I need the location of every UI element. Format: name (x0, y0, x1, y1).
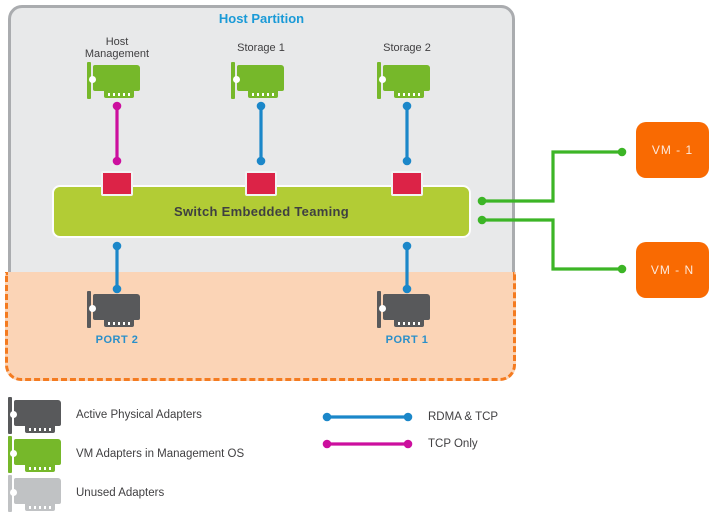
virtual-port-1 (101, 171, 133, 196)
vm-n-box: VM - N (636, 242, 709, 298)
nic-mount-hole (379, 76, 386, 83)
vm-adapter-icon-storage-2 (377, 62, 433, 99)
vm-n-label: VM - N (650, 263, 695, 277)
physical-adapter-zone (5, 272, 516, 381)
adapter-label-host-management: Host Management (84, 36, 150, 60)
nic-connector (25, 465, 55, 472)
nic-connector (394, 320, 424, 327)
nic-body (14, 478, 61, 504)
legend-rdma-line-sample (322, 412, 413, 422)
legend-tcp-only-label: TCP Only (428, 438, 478, 450)
legend-vm-adapter-icon (8, 436, 64, 473)
nic-mount-hole (10, 411, 17, 418)
nic-pins (398, 322, 420, 325)
nic-mount-hole (89, 305, 96, 312)
legend-rdma-tcp-label: RDMA & TCP (428, 411, 499, 423)
legend-line-endpoint (403, 439, 413, 449)
nic-body (93, 294, 140, 320)
vm-adapter-icon-storage-1 (231, 62, 287, 99)
virtual-port-3 (391, 171, 423, 196)
nic-body (93, 65, 140, 91)
nic-body (237, 65, 284, 91)
vm-link-endpoint (617, 147, 627, 157)
nic-pins (398, 93, 420, 96)
nic-mount-hole (379, 305, 386, 312)
vm-adapter-icon-host-management (87, 62, 143, 99)
nic-pins (29, 428, 51, 431)
nic-body (14, 400, 61, 426)
legend-line-endpoint (322, 412, 332, 422)
nic-connector (394, 91, 424, 98)
legend-line-endpoint (403, 412, 413, 422)
nic-pins (29, 506, 51, 509)
legend-active-physical-adapters-label: Active Physical Adapters (76, 409, 202, 421)
legend-tcp-line-sample (322, 439, 413, 449)
legend-line-endpoint (322, 439, 332, 449)
nic-body (383, 65, 430, 91)
port-1-label: PORT 1 (385, 334, 429, 346)
legend-active-physical-adapter-icon (8, 397, 64, 434)
nic-mount-hole (10, 489, 17, 496)
legend-unused-adapter-icon (8, 475, 64, 512)
nic-connector (104, 320, 134, 327)
nic-pins (29, 467, 51, 470)
nic-body (14, 439, 61, 465)
vm-1-label: VM - 1 (651, 143, 694, 157)
physical-adapter-icon-port-1 (377, 291, 433, 328)
physical-adapter-icon-port-2 (87, 291, 143, 328)
nic-connector (104, 91, 134, 98)
nic-pins (108, 93, 130, 96)
nic-mount-hole (89, 76, 96, 83)
adapter-label-storage-2: Storage 2 (383, 42, 431, 54)
nic-pins (108, 322, 130, 325)
virtual-port-2 (245, 171, 277, 196)
host-partition-title: Host Partition (218, 11, 305, 26)
vm-1-box: VM - 1 (636, 122, 709, 178)
adapter-label-storage-1: Storage 1 (237, 42, 285, 54)
port-2-label: PORT 2 (95, 334, 139, 346)
nic-mount-hole (10, 450, 17, 457)
vm-link-endpoint (617, 264, 627, 274)
nic-connector (25, 426, 55, 433)
switch-embedded-teaming-label: Switch Embedded Teaming (174, 204, 349, 219)
legend-vm-adapters-label: VM Adapters in Management OS (76, 448, 245, 460)
legend-unused-adapters-label: Unused Adapters (76, 487, 165, 499)
nic-body (383, 294, 430, 320)
nic-mount-hole (233, 76, 240, 83)
nic-connector (248, 91, 278, 98)
nic-pins (252, 93, 274, 96)
nic-connector (25, 504, 55, 511)
